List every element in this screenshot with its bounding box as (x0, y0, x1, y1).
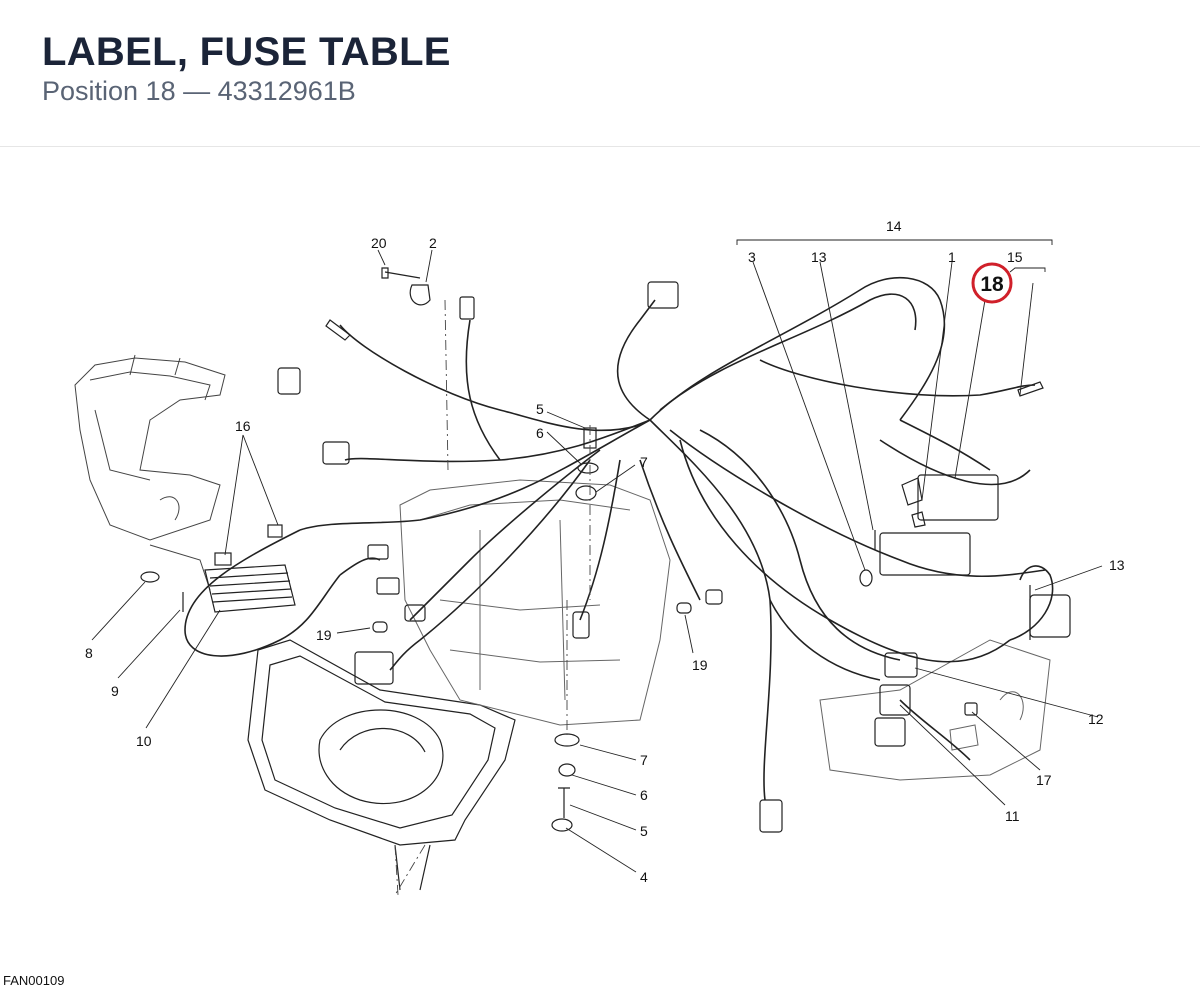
callout-1[interactable]: 1 (948, 249, 956, 265)
headlight (247, 639, 516, 891)
engine-frame (399, 479, 671, 726)
callout-19-right[interactable]: 19 (692, 657, 708, 673)
callout-14[interactable]: 14 (886, 218, 902, 234)
page-title: LABEL, FUSE TABLE (42, 30, 451, 74)
callout-6-bottom[interactable]: 6 (640, 787, 648, 803)
callout-7-top[interactable]: 7 (640, 454, 648, 470)
leader-lines (91, 239, 1103, 873)
diagram-artwork (74, 239, 1103, 896)
callout-13-top[interactable]: 13 (811, 249, 827, 265)
position-label: Position 18 (42, 76, 176, 106)
highlight-ring (971, 262, 1013, 304)
highlighted-callout-18[interactable]: 18 (971, 262, 1013, 304)
connectors (277, 281, 1071, 833)
callout-10[interactable]: 10 (136, 733, 152, 749)
callout-2[interactable]: 2 (429, 235, 437, 251)
callout-numbers: 20 2 14 3 13 1 15 16 5 6 7 13 8 9 10 19 … (85, 218, 1125, 885)
callout-18[interactable]: 18 (980, 273, 1004, 296)
page-subtitle: Position 18 — 43312961B (42, 76, 356, 107)
callout-5-bottom[interactable]: 5 (640, 823, 648, 839)
frame-bracket (74, 354, 226, 591)
centre-lines (394, 299, 591, 896)
callout-9[interactable]: 9 (111, 683, 119, 699)
callout-16[interactable]: 16 (235, 418, 251, 434)
callout-19-left[interactable]: 19 (316, 627, 332, 643)
callout-5-top[interactable]: 5 (536, 401, 544, 417)
callout-7-bottom[interactable]: 7 (640, 752, 648, 768)
callout-4[interactable]: 4 (640, 869, 648, 885)
callout-12[interactable]: 12 (1088, 711, 1104, 727)
callout-11[interactable]: 11 (1005, 808, 1020, 824)
figure-reference-code: FAN00109 (3, 973, 65, 988)
callout-6-top[interactable]: 6 (536, 425, 544, 441)
callout-3[interactable]: 3 (748, 249, 756, 265)
subtitle-separator: — (183, 76, 211, 106)
wiring-harness (184, 276, 1054, 801)
callout-20[interactable]: 20 (371, 235, 387, 251)
callout-8[interactable]: 8 (85, 645, 93, 661)
callout-13-right[interactable]: 13 (1109, 557, 1125, 573)
callout-17[interactable]: 17 (1036, 772, 1052, 788)
exploded-parts-diagram: 20 2 14 3 13 1 15 16 5 6 7 13 8 9 10 19 … (74, 218, 1125, 896)
callout-15[interactable]: 15 (1007, 249, 1023, 265)
page-header: LABEL, FUSE TABLE Position 18 — 43312961… (0, 0, 1200, 147)
regulator (204, 524, 296, 613)
part-number: 43312961B (217, 76, 356, 106)
